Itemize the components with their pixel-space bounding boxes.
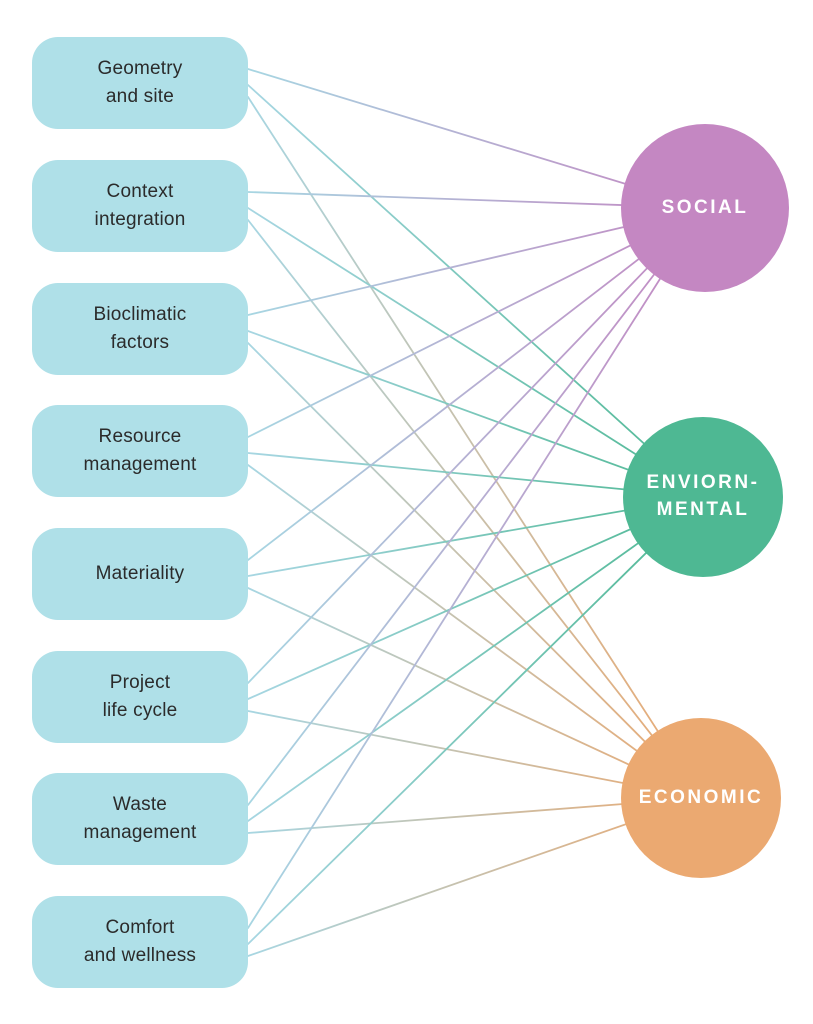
edge-comfort-environmental <box>247 496 704 945</box>
category-label-line: ENVIORN- <box>646 472 760 494</box>
criterion-label-line: Waste <box>112 794 168 816</box>
criterion-label: Geometry and site <box>97 55 182 110</box>
criterion-box-project: Project life cycle <box>32 651 248 743</box>
edge-materiality-social <box>247 207 706 561</box>
criterion-label-line: Resource <box>98 426 182 448</box>
criterion-box-comfort: Comfort and wellness <box>32 896 248 988</box>
edge-geometry-environmental <box>247 84 704 498</box>
criterion-label-line: Comfort <box>105 917 175 939</box>
criterion-label: Waste management <box>84 791 197 846</box>
criterion-label-line: Project <box>109 672 171 694</box>
criterion-box-resource: Resource management <box>32 405 248 497</box>
criterion-box-waste: Waste management <box>32 773 248 865</box>
criterion-label: Resource management <box>84 423 197 478</box>
edge-project-environmental <box>247 496 704 700</box>
criterion-label: Context integration <box>95 178 186 233</box>
criterion-box-geometry: Geometry and site <box>32 37 248 129</box>
category-label: ECONOMIC <box>639 785 764 812</box>
criterion-label: Materiality <box>96 560 185 588</box>
category-label: SOCIAL <box>662 195 749 222</box>
category-label: ENVIORN- MENTAL <box>647 470 760 523</box>
criterion-label-line: Context <box>106 181 174 203</box>
category-label-line: MENTAL <box>656 499 750 520</box>
criterion-label-line: factors <box>110 332 170 353</box>
criterion-label-line: Bioclimatic <box>93 304 187 326</box>
category-label-line: ECONOMIC <box>638 786 764 808</box>
category-circle-economic: ECONOMIC <box>621 718 781 878</box>
edge-resource-social <box>247 207 706 438</box>
criterion-box-context: Context integration <box>32 160 248 252</box>
criterion-box-bioclimatic: Bioclimatic factors <box>32 283 248 375</box>
criterion-label: Project life cycle <box>103 669 178 724</box>
edge-context-environmental <box>247 207 704 498</box>
criterion-label: Comfort and wellness <box>84 914 196 969</box>
criterion-box-materiality: Materiality <box>32 528 248 620</box>
edge-waste-social <box>247 207 706 806</box>
category-label-line: SOCIAL <box>661 196 749 218</box>
criterion-label-line: management <box>83 454 197 475</box>
edge-comfort-social <box>247 207 706 929</box>
criterion-label-line: and wellness <box>83 945 197 966</box>
criterion-label-line: Geometry <box>97 58 183 80</box>
criterion-label-line: life cycle <box>102 700 178 721</box>
edge-waste-environmental <box>247 496 704 822</box>
criterion-label-line: integration <box>94 209 186 230</box>
edge-resource-economic <box>247 464 702 799</box>
category-circle-environmental: ENVIORN- MENTAL <box>623 417 783 577</box>
criterion-label-line: and site <box>105 86 175 107</box>
criterion-label: Bioclimatic factors <box>94 301 187 356</box>
category-circle-social: SOCIAL <box>621 124 789 292</box>
criterion-label-line: management <box>83 822 197 843</box>
criterion-label-line: Materiality <box>95 563 185 585</box>
edge-materiality-economic <box>247 587 702 799</box>
edge-project-social <box>247 207 706 684</box>
